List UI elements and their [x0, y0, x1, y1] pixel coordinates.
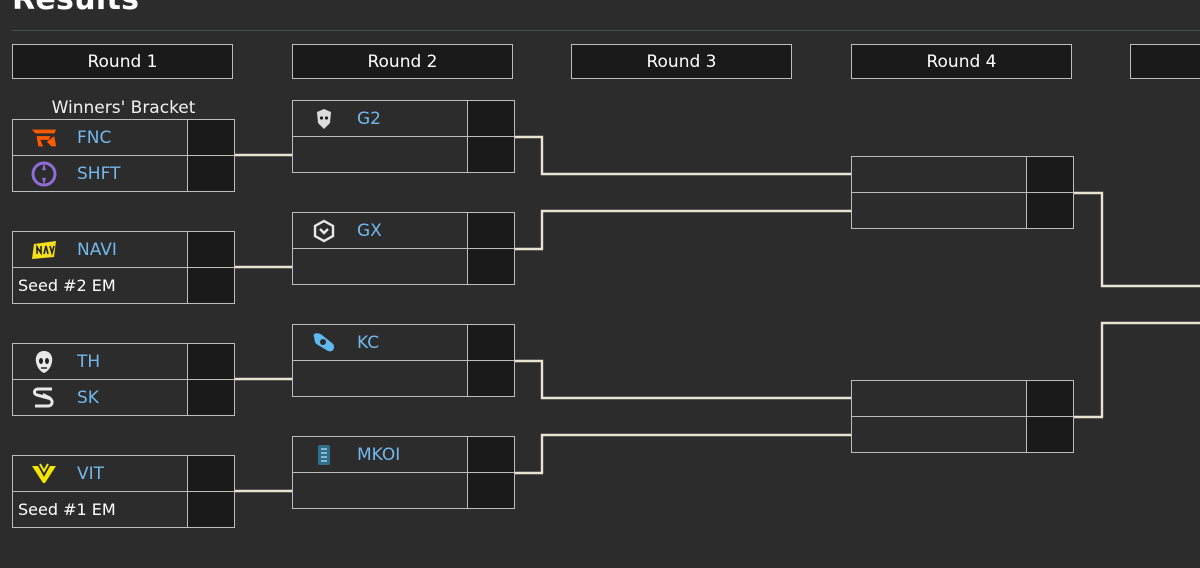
match-slot[interactable]	[851, 417, 1074, 453]
team-link[interactable]: KC	[357, 332, 380, 353]
score-cell	[467, 361, 514, 396]
match-slot[interactable]: KC	[292, 324, 515, 361]
navi-logo-icon	[30, 238, 58, 262]
team-link[interactable]: TH	[77, 351, 101, 372]
match-slot[interactable]: VIT	[12, 455, 235, 492]
score-cell	[187, 156, 234, 191]
fnatic-logo-icon	[30, 126, 58, 150]
title-divider	[12, 30, 1200, 31]
score-cell	[467, 437, 514, 472]
g2-logo-icon	[310, 107, 338, 131]
score-cell	[187, 456, 234, 491]
match-slot[interactable]: TH	[12, 343, 235, 380]
round-3-header[interactable]: Round 3	[571, 44, 792, 79]
team-link[interactable]: VIT	[77, 463, 105, 484]
page-title: Results	[12, 0, 139, 17]
vitality-logo-icon	[30, 462, 58, 486]
match-slot[interactable]: Seed #1 EM	[12, 492, 235, 528]
match-slot[interactable]	[851, 193, 1074, 229]
score-cell	[467, 101, 514, 136]
score-cell	[1026, 381, 1073, 416]
team-link[interactable]: SK	[77, 387, 99, 408]
match-slot[interactable]: GX	[292, 212, 515, 249]
match-slot[interactable]	[851, 380, 1074, 417]
score-cell	[467, 249, 514, 284]
match-slot[interactable]: SK	[12, 380, 235, 416]
score-cell	[467, 213, 514, 248]
team-link[interactable]: NAVI	[77, 239, 117, 260]
match-slot[interactable]	[851, 156, 1074, 193]
team-heretics-logo-icon	[30, 350, 58, 374]
match-slot[interactable]: MKOI	[292, 436, 515, 473]
match-slot[interactable]	[292, 473, 515, 509]
score-cell	[1026, 193, 1073, 228]
team-link[interactable]: SHFT	[77, 163, 121, 184]
match-slot[interactable]: Seed #2 EM	[12, 268, 235, 304]
movistar-koi-logo-icon	[310, 443, 338, 467]
team-link[interactable]: GX	[357, 220, 382, 241]
score-cell	[187, 492, 234, 527]
match-slot[interactable]	[292, 361, 515, 397]
match-slot[interactable]	[292, 137, 515, 173]
round-1-header[interactable]: Round 1	[12, 44, 233, 79]
team-link[interactable]: G2	[357, 108, 381, 129]
giantx-logo-icon	[310, 219, 338, 243]
score-cell	[187, 380, 234, 415]
seed-placeholder: Seed #2 EM	[18, 276, 116, 295]
round-5-header[interactable]	[1130, 44, 1200, 79]
match-slot[interactable]: G2	[292, 100, 515, 137]
round-4-header[interactable]: Round 4	[851, 44, 1072, 79]
round-2-header[interactable]: Round 2	[292, 44, 513, 79]
match-slot[interactable]	[292, 249, 515, 285]
score-cell	[467, 325, 514, 360]
match-slot[interactable]: NAVI	[12, 231, 235, 268]
score-cell	[187, 344, 234, 379]
match-slot[interactable]: FNC	[12, 119, 235, 156]
score-cell	[467, 473, 514, 508]
shift-logo-icon	[30, 161, 58, 187]
score-cell	[187, 268, 234, 303]
seed-placeholder: Seed #1 EM	[18, 500, 116, 519]
score-cell	[187, 120, 234, 155]
karmine-corp-logo-icon	[310, 331, 338, 355]
score-cell	[1026, 417, 1073, 452]
match-slot[interactable]: SHFT	[12, 156, 235, 192]
winners-bracket-label: Winners' Bracket	[51, 98, 196, 118]
score-cell	[467, 137, 514, 172]
team-link[interactable]: FNC	[77, 127, 112, 148]
team-link[interactable]: MKOI	[357, 444, 401, 465]
score-cell	[187, 232, 234, 267]
sk-gaming-logo-icon	[30, 386, 58, 410]
score-cell	[1026, 157, 1073, 192]
